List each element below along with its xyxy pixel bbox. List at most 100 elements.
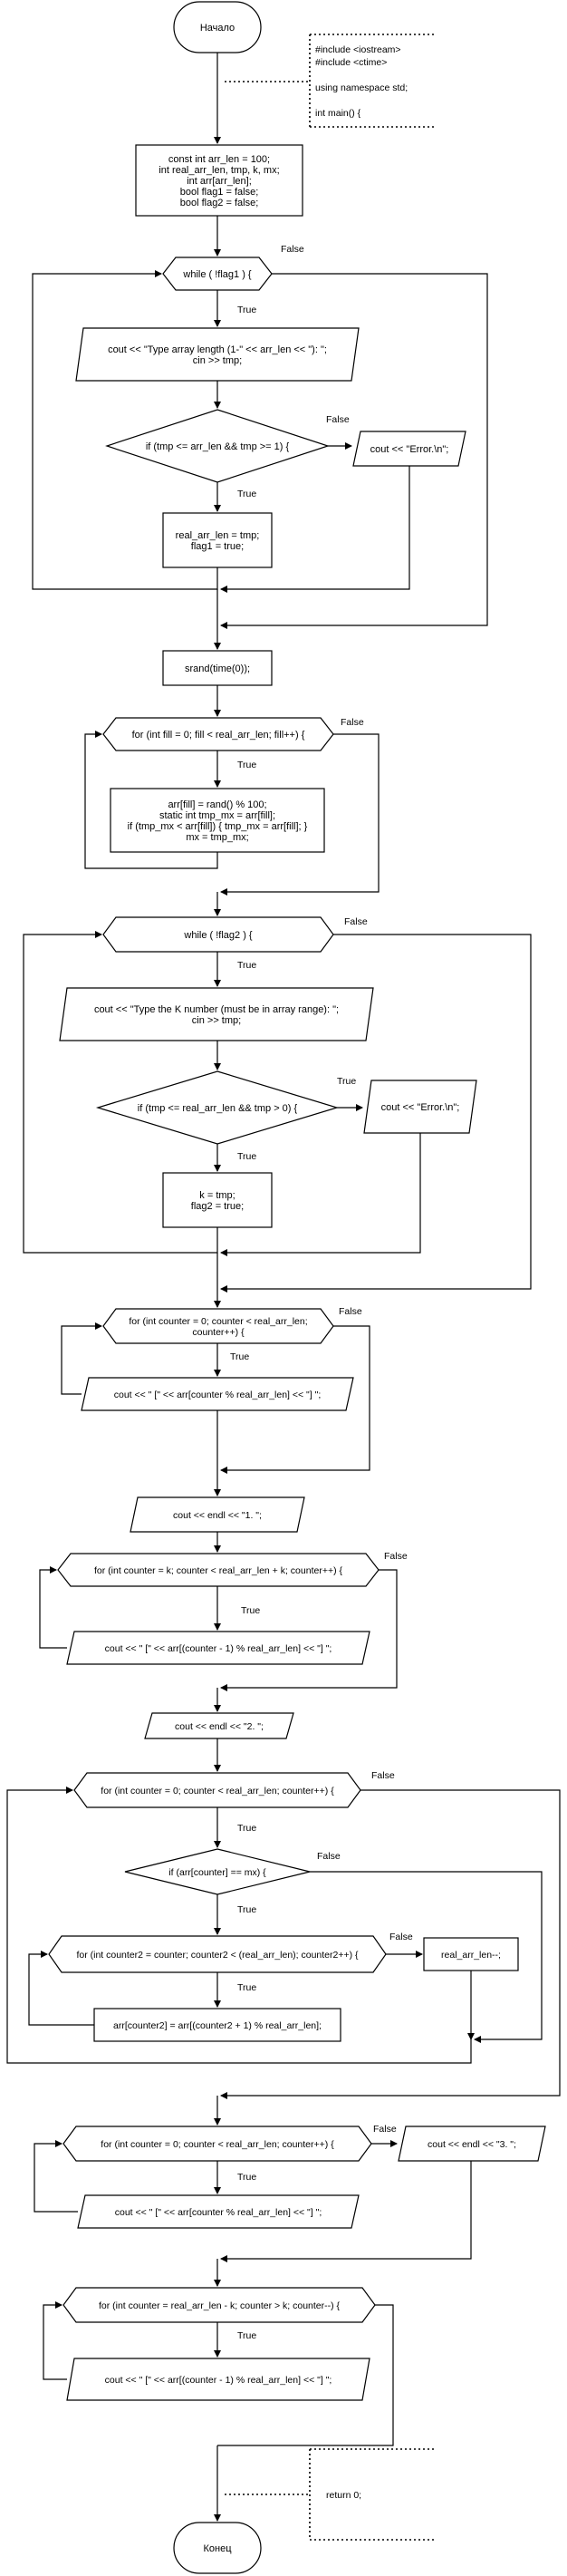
fill-body-line: mx = tmp_mx; bbox=[186, 832, 248, 843]
false-branch-label: False bbox=[317, 1851, 341, 1862]
true-branch-label: True bbox=[237, 1904, 256, 1915]
endl1-line: cout << endl << "1. "; bbox=[173, 1510, 262, 1521]
for-fill-line: for (int fill = 0; fill < real_arr_len; … bbox=[132, 730, 305, 741]
true-branch-label: True bbox=[237, 305, 256, 315]
for-del-line: for (int counter = 0; counter < real_arr… bbox=[101, 1786, 334, 1796]
endl3-block bbox=[398, 2126, 546, 2162]
flow-edge bbox=[61, 1322, 102, 1395]
print3-block bbox=[77, 2194, 360, 2229]
init-line: const int arr_len = 100; bbox=[168, 154, 270, 165]
true-branch-label: True bbox=[237, 960, 256, 971]
flow-edge bbox=[6, 1787, 472, 2064]
init-block bbox=[135, 144, 303, 217]
err2-line: cout << "Error.\n"; bbox=[381, 1102, 460, 1113]
flow-edge bbox=[217, 2304, 394, 2446]
header-note-bracket bbox=[309, 34, 435, 128]
print4-block bbox=[66, 2358, 370, 2401]
endl1-block bbox=[130, 1496, 305, 1533]
flow-edge bbox=[220, 2161, 472, 2262]
true-branch-label: True bbox=[237, 1823, 256, 1834]
srand-line: srand(time(0)); bbox=[185, 663, 250, 674]
false-branch-label: False bbox=[373, 2124, 397, 2135]
flow-edge bbox=[220, 1133, 421, 1256]
if-mx-block bbox=[124, 1848, 311, 1895]
true-branch-label: True bbox=[230, 1351, 249, 1362]
flow-edge bbox=[23, 931, 218, 1254]
for-fill-block bbox=[102, 717, 334, 751]
endl3-line: cout << endl << "3. "; bbox=[428, 2139, 516, 2150]
if-len-block bbox=[105, 409, 330, 483]
print3-line: cout << " [" << arr[counter % real_arr_l… bbox=[115, 2207, 322, 2218]
if-len-line: if (tmp <= arr_len && tmp >= 1) { bbox=[146, 441, 290, 452]
for-shift-block bbox=[48, 1935, 387, 1973]
true-branch-label: True bbox=[237, 2330, 256, 2341]
start-terminal bbox=[173, 1, 262, 53]
false-branch-label: False bbox=[389, 1932, 413, 1942]
if-k-line: if (tmp <= real_arr_len && tmp > 0) { bbox=[138, 1103, 298, 1114]
footer-note-bracket bbox=[309, 2448, 435, 2541]
set-k-line: flag2 = true; bbox=[191, 1201, 244, 1212]
true-branch-label: True bbox=[237, 760, 256, 770]
flow-edge bbox=[220, 1789, 561, 2099]
true-branch-label: True bbox=[237, 489, 256, 499]
false-branch-label: False bbox=[326, 414, 350, 425]
flow-edge bbox=[32, 270, 218, 590]
print2-block bbox=[66, 1631, 370, 1665]
shift-body-block bbox=[93, 2008, 341, 2042]
flow-edge bbox=[220, 733, 380, 896]
end-terminal bbox=[173, 2522, 262, 2574]
true-branch-label: True bbox=[237, 1982, 256, 1993]
err1-block bbox=[352, 431, 466, 467]
while2-line: while ( !flag2 ) { bbox=[183, 930, 253, 941]
fill-body-block bbox=[110, 788, 325, 853]
io-len-line: cin >> tmp; bbox=[193, 355, 242, 366]
flow-edge bbox=[34, 2140, 78, 2213]
init-line: int arr[arr_len]; bbox=[187, 176, 252, 187]
false-branch-label: False bbox=[341, 717, 364, 728]
print2-line: cout << " [" << arr[(counter - 1) % real… bbox=[105, 1643, 332, 1654]
io-k-line: cin >> tmp; bbox=[192, 1015, 241, 1026]
for-print1-block bbox=[102, 1308, 334, 1344]
true-branch-label: True bbox=[237, 1151, 256, 1162]
flow-edge bbox=[310, 1871, 543, 2043]
true-branch-label: True bbox=[337, 1076, 356, 1087]
for-print4-line: for (int counter = real_arr_len - k; cou… bbox=[99, 2300, 341, 2311]
flow-edge bbox=[220, 273, 488, 629]
true-branch-label: True bbox=[237, 2172, 256, 2183]
err2-block bbox=[363, 1080, 477, 1134]
flow-edge bbox=[220, 1569, 398, 1691]
set-k-block bbox=[162, 1172, 273, 1228]
err1-line: cout << "Error.\n"; bbox=[370, 444, 449, 455]
start-label: Начало bbox=[200, 23, 235, 34]
header-note-line: #include <ctime> bbox=[315, 57, 387, 68]
for-print1-line: for (int counter = 0; counter < real_arr… bbox=[129, 1316, 307, 1327]
false-branch-label: False bbox=[344, 916, 368, 927]
header-note-line: int main() { bbox=[315, 108, 361, 119]
set-len-line: flag1 = true; bbox=[191, 541, 244, 552]
flow-edge bbox=[220, 466, 410, 593]
set-k-line: k = tmp; bbox=[199, 1190, 235, 1201]
while1-line: while ( !flag1 ) { bbox=[182, 269, 252, 280]
header-note-line: #include <iostream> bbox=[315, 44, 401, 55]
print1-block bbox=[81, 1377, 354, 1411]
init-line: bool flag1 = false; bbox=[180, 187, 259, 198]
dec-len-line: real_arr_len--; bbox=[441, 1950, 501, 1961]
true-branch-label: True bbox=[241, 1605, 260, 1616]
flow-edge bbox=[220, 1325, 370, 1474]
for-del-block bbox=[73, 1772, 361, 1808]
for-print3-block bbox=[62, 2126, 372, 2162]
shift-body-line: arr[counter2] = arr[(counter2 + 1) % rea… bbox=[113, 2020, 322, 2031]
endl2-line: cout << endl << "2. "; bbox=[175, 1721, 264, 1732]
set-len-block bbox=[162, 512, 273, 568]
flow-edge bbox=[43, 2301, 67, 2380]
for-print3-line: for (int counter = 0; counter < real_arr… bbox=[101, 2139, 334, 2150]
for-print4-block bbox=[62, 2287, 376, 2323]
dec-len-block bbox=[423, 1937, 519, 1971]
fill-body-line: static int tmp_mx = arr[fill]; bbox=[159, 810, 275, 821]
if-mx-line: if (arr[counter] == mx) { bbox=[168, 1867, 266, 1878]
while2-block bbox=[102, 916, 334, 953]
fill-body-line: if (tmp_mx < arr[fill]) { tmp_mx = arr[f… bbox=[128, 821, 308, 832]
print1-line: cout << " [" << arr[counter % real_arr_l… bbox=[114, 1390, 322, 1400]
header-note-line: using namespace std; bbox=[315, 82, 408, 93]
